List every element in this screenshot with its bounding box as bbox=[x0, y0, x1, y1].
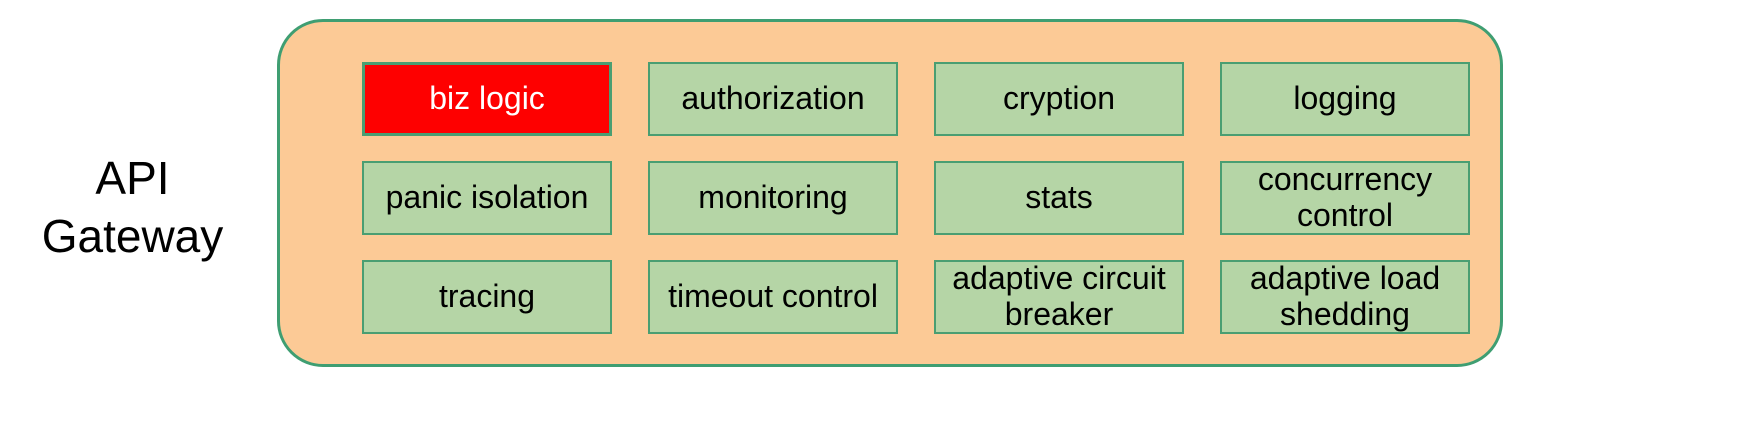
middleware-cell-stats[interactable]: stats bbox=[934, 161, 1184, 235]
middleware-grid: biz logic authorization cryption logging… bbox=[362, 62, 1472, 334]
middleware-cell-cryption[interactable]: cryption bbox=[934, 62, 1184, 136]
gateway-side-label: API Gateway bbox=[41, 152, 224, 262]
middleware-cell-biz-logic[interactable]: biz logic bbox=[362, 62, 612, 136]
middleware-cell-logging[interactable]: logging bbox=[1220, 62, 1470, 136]
middleware-cell-adaptive-circuit-breaker[interactable]: adaptive circuit breaker bbox=[934, 260, 1184, 334]
middleware-cell-timeout-control[interactable]: timeout control bbox=[648, 260, 898, 334]
middleware-cell-adaptive-load-shedding[interactable]: adaptive load shedding bbox=[1220, 260, 1470, 334]
gateway-container: biz logic authorization cryption logging… bbox=[277, 19, 1503, 367]
middleware-cell-authorization[interactable]: authorization bbox=[648, 62, 898, 136]
middleware-cell-tracing[interactable]: tracing bbox=[362, 260, 612, 334]
middleware-cell-concurrency-control[interactable]: concurrency control bbox=[1220, 161, 1470, 235]
middleware-cell-monitoring[interactable]: monitoring bbox=[648, 161, 898, 235]
middleware-cell-panic-isolation[interactable]: panic isolation bbox=[362, 161, 612, 235]
